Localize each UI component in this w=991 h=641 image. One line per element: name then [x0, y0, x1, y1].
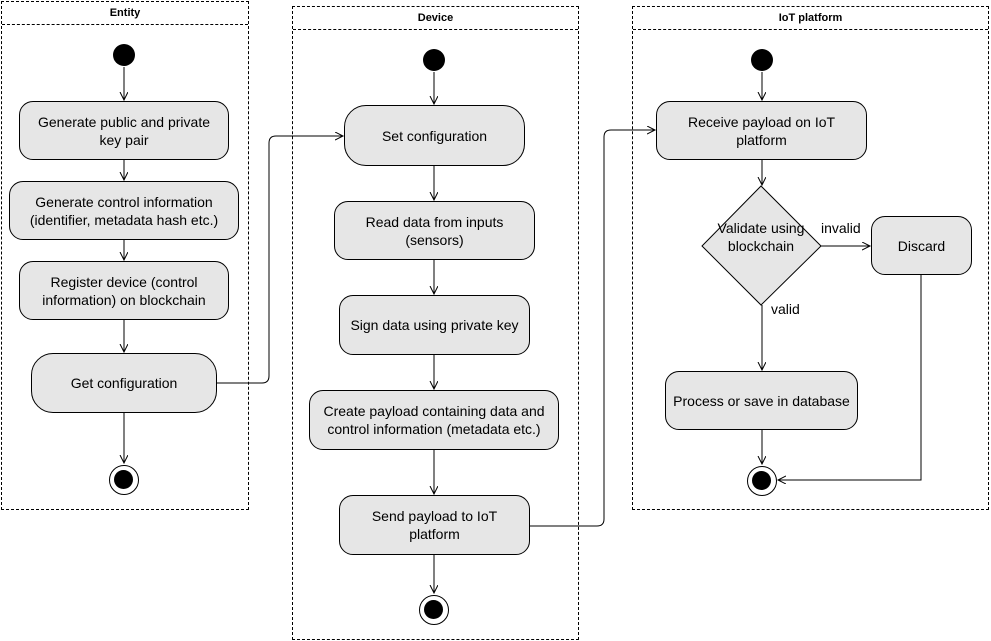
iot-end-node	[747, 466, 777, 496]
validate-decision-label: Validate using blockchain	[717, 220, 805, 254]
entity-start-node	[113, 44, 135, 66]
edge-sendpayload-to-receive	[529, 130, 655, 527]
edge-getconfig-to-setconfig	[216, 136, 343, 384]
lane-entity-title: Entity	[2, 2, 248, 25]
process-or-save-action: Process or save in database	[665, 371, 858, 430]
create-payload-action: Create payload containing data and contr…	[309, 390, 559, 450]
read-data-action: Read data from inputs (sensors)	[334, 201, 535, 260]
sign-data-action: Sign data using private key	[339, 295, 530, 355]
discard-action: Discard	[871, 216, 972, 275]
entity-end-node	[109, 465, 139, 495]
device-start-node	[423, 49, 445, 71]
iot-start-node	[751, 49, 773, 71]
get-configuration-action: Get configuration	[31, 353, 217, 413]
send-payload-action: Send payload to IoT platform	[339, 495, 530, 555]
edge-label-invalid: invalid	[821, 220, 861, 236]
generate-control-information-action: Generate control information (identifier…	[9, 181, 239, 240]
set-configuration-action: Set configuration	[344, 105, 525, 166]
receive-payload-action: Receive payload on IoT platform	[656, 101, 867, 160]
lane-device-title: Device	[293, 7, 578, 30]
register-device-action: Register device (control information) on…	[19, 261, 229, 320]
generate-key-pair-action: Generate public and private key pair	[19, 101, 229, 160]
decision-validate-shape	[701, 185, 822, 306]
edge-label-valid: valid	[771, 301, 800, 317]
edge-discard-to-end	[778, 275, 922, 480]
lane-iot-platform-title: IoT platform	[633, 7, 988, 30]
device-end-node	[419, 595, 449, 625]
